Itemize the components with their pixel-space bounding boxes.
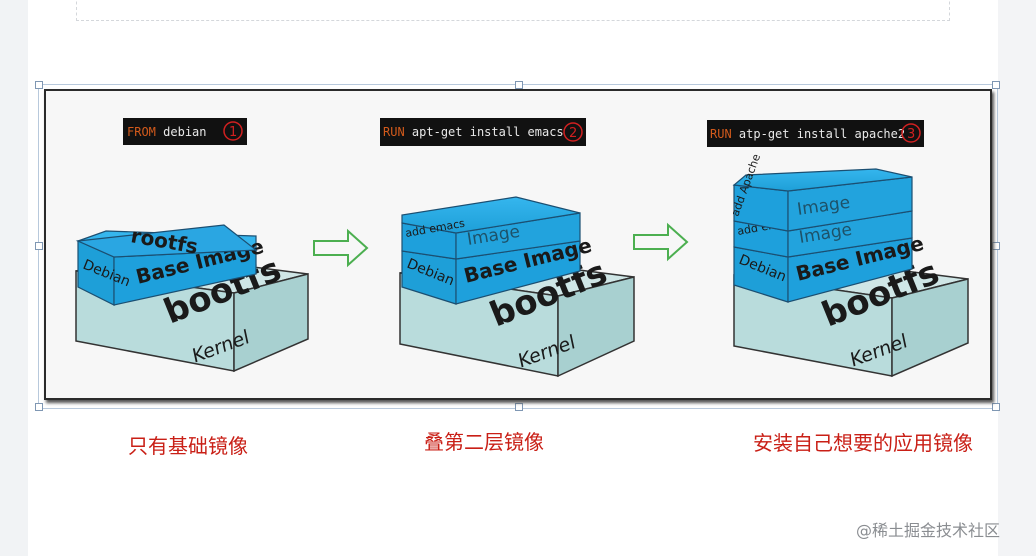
page-gutter [998,0,1036,556]
resize-handle-top-middle[interactable] [515,81,523,89]
svg-text:2: 2 [569,126,577,141]
command-label-2: RUN apt-get install emacs 2 [380,118,586,146]
svg-text:3: 3 [907,127,915,142]
caption-second-layer: 叠第二层镜像 [424,430,544,454]
layers-diagram: FROM debian 1 RUN apt-get install emacs … [75,118,969,378]
resize-handle-middle-left[interactable] [35,242,43,250]
resize-handle-top-right[interactable] [992,81,1000,89]
svg-text:RUN atp-get install apache2: RUN atp-get install apache2 [710,127,905,141]
caption-base-only: 只有基础镜像 [128,434,248,458]
layer-stack-1: Kernel bootfs Debian Base Image rootfs [75,223,309,373]
caption-app-image: 安装自己想要的应用镜像 [753,431,973,455]
watermark: @稀土掘金技术社区 [856,521,1001,540]
svg-text:RUN apt-get install emacs: RUN apt-get install emacs [383,125,564,139]
resize-handle-bottom-middle[interactable] [515,403,523,411]
resize-handle-bottom-right[interactable] [992,403,1000,411]
layer-stack-2: Kernel bootfs Debian Base Image add emac… [399,196,635,378]
svg-text:1: 1 [229,125,237,140]
resize-handle-middle-right[interactable] [992,242,1000,250]
command-label-3: RUN atp-get install apache2 3 [707,120,924,147]
arrow-right-icon [313,228,369,268]
previous-block-outline [76,0,950,21]
docker-layers-figure[interactable]: FROM debian 1 RUN apt-get install emacs … [44,89,992,400]
resize-handle-top-left[interactable] [35,81,43,89]
arrow-right-icon [633,222,689,262]
layer-stack-3: Kernel bootfs Debian Base Image add emac… [729,152,969,378]
resize-handle-bottom-left[interactable] [35,403,43,411]
svg-text:FROM debian: FROM debian [127,125,207,139]
command-label-1: FROM debian 1 [123,118,247,145]
